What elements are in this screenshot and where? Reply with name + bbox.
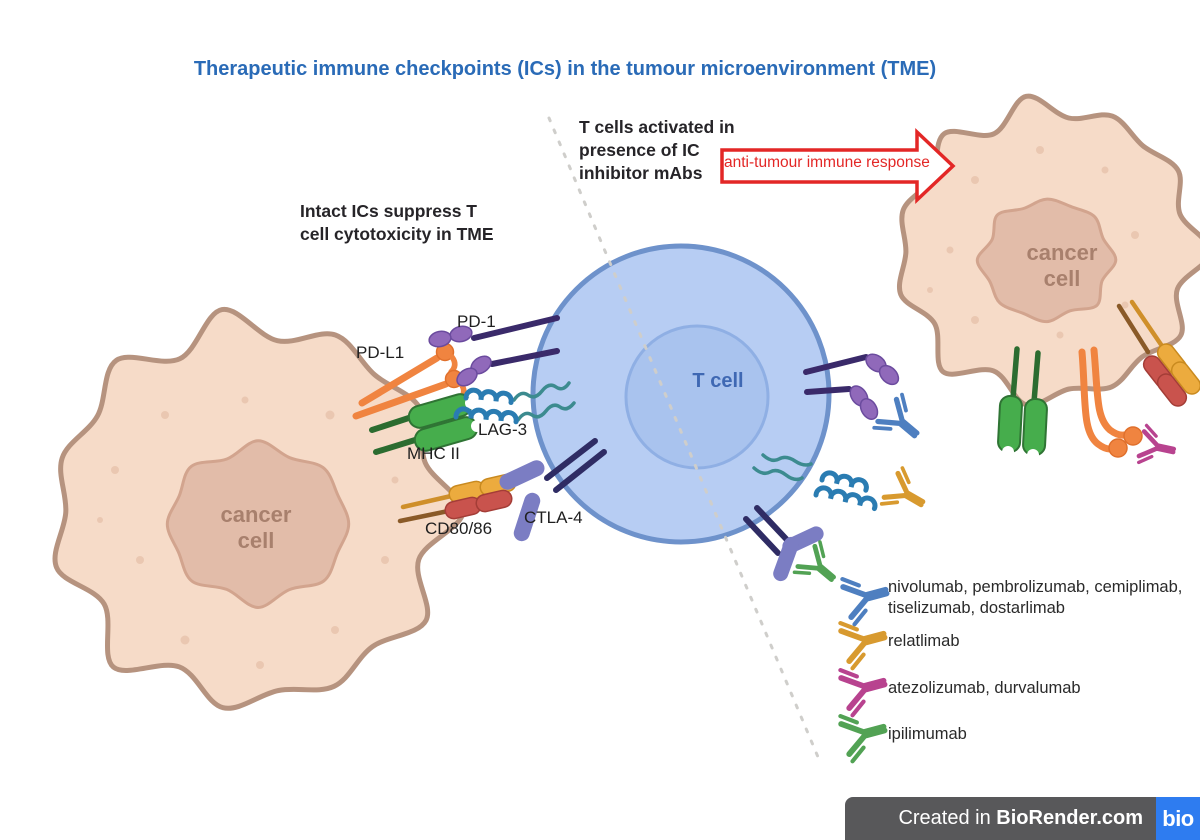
lag3-receptor <box>453 381 576 425</box>
legend-item-anti-lag3: relatlimab <box>888 632 960 650</box>
pd1-receptor-right <box>803 353 900 420</box>
left-cancer-cell-label: cancer cell <box>220 502 292 553</box>
biorender-logo-text: bio <box>1162 805 1194 831</box>
left-cancer-cell-speckles <box>97 396 399 669</box>
mhc2-receptor <box>369 393 483 455</box>
divider-dashed-line <box>547 116 820 759</box>
cd8086-receptor <box>397 473 517 524</box>
t-cell <box>530 243 832 545</box>
label-lag3: LAG-3 <box>478 420 528 439</box>
right-cancer-cell-nucleus <box>975 197 1118 324</box>
ctla4-receptor <box>499 438 607 542</box>
annotation-suppressed: Intact ICs suppress T cell cytotoxicity … <box>300 201 494 244</box>
arrow-label: anti-tumour immune response <box>724 154 930 171</box>
label-pd1: PD-1 <box>457 312 496 331</box>
pd1-receptor <box>428 315 560 387</box>
biorender-brand: BioRender.com <box>996 807 1143 829</box>
anti-ctla4-antibody <box>794 541 846 593</box>
legend-item-anti-ctla4: ipilimumab <box>888 725 967 743</box>
antibody-magenta-icon <box>839 660 890 716</box>
footer-credit: Created in BioRender.com <box>898 807 1143 829</box>
legend-item-anti-pdl1: atezolizumab, durvalumab <box>888 679 1081 697</box>
lag3-receptor-right <box>752 453 878 512</box>
right-pdl1-receptor <box>1078 346 1143 458</box>
antibody-gold-icon <box>839 613 890 669</box>
label-cd8086: CD80/86 <box>425 519 493 538</box>
label-ctla4: CTLA-4 <box>524 508 583 527</box>
left-cancer-cell <box>52 307 466 711</box>
footer-banner: Created in BioRender.com <box>845 797 1156 840</box>
anti-lag3-antibody <box>881 467 933 521</box>
right-cd8086-receptor <box>1116 299 1200 407</box>
ctla4-receptor-right <box>743 505 824 582</box>
right-mhc2-receptor <box>997 346 1048 461</box>
page-title: Therapeutic immune checkpoints (ICs) in … <box>193 58 937 80</box>
anti-pd1-antibody <box>873 394 929 451</box>
annotation-activated: T cells activated in presence of IC inhi… <box>579 117 735 183</box>
label-mhc2: MHC II <box>407 444 460 463</box>
t-cell-label: T cell <box>692 370 744 392</box>
antibody-green-icon <box>839 706 890 762</box>
label-pdl1: PD-L1 <box>356 343 405 362</box>
right-cancer-cell <box>897 93 1200 408</box>
left-cancer-cell-nucleus <box>165 439 351 610</box>
right-cancer-cell-label: cancer cell <box>1026 240 1098 291</box>
right-cancer-cell-speckles <box>927 146 1139 339</box>
anti-tumour-arrow <box>720 127 956 205</box>
anti-pdl1-antibody <box>1138 425 1178 469</box>
legend-item-anti-pd1: nivolumab, pembrolizumab, cemiplimab, ti… <box>888 578 1183 617</box>
biorender-logo: bio <box>1156 797 1200 840</box>
t-cell-nucleus <box>624 324 770 470</box>
antibody-blue-icon <box>841 569 892 625</box>
